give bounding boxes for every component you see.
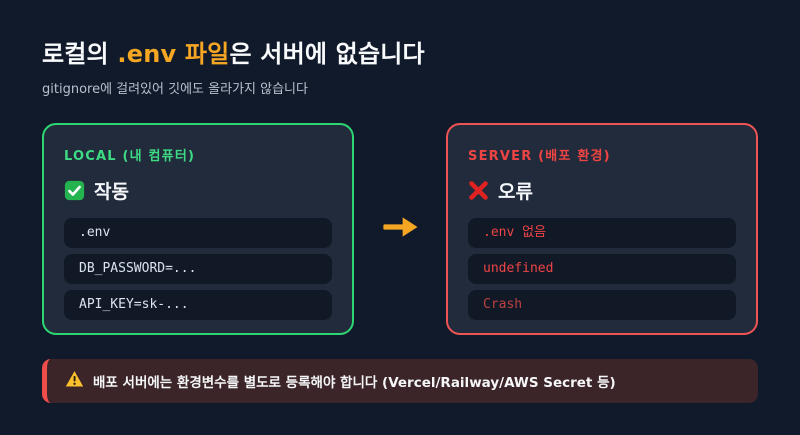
warning-banner: 배포 서버에는 환경변수를 별도로 등록해야 합니다 (Vercel/Railw… (42, 359, 758, 403)
code-box-env-file: .env (64, 218, 332, 248)
warning-banner-text: 배포 서버에는 환경변수를 별도로 등록해야 합니다 (Vercel/Railw… (93, 375, 616, 391)
page-title-highlight: .env 파일 (117, 40, 230, 68)
page-title-post: 은 서버에 없습니다 (229, 40, 425, 68)
panels-row: LOCAL (내 컴퓨터) 작동 .env DB_PASSWORD=... AP… (42, 123, 758, 335)
server-panel: SERVER (배포 환경) 오류 .env 없음 undefined Cras… (446, 123, 758, 335)
code-box-undefined: undefined (468, 254, 736, 284)
local-status-label: 작동 (94, 181, 129, 203)
page-subtitle: gitignore에 걸려있어 깃에도 올라가지 않습니다 (42, 82, 308, 97)
page: 로컬의 .env 파일은 서버에 없습니다 gitignore에 걸려있어 깃에… (42, 34, 758, 335)
local-panel-header: LOCAL (내 컴퓨터) (64, 149, 196, 164)
right-arrow-icon (379, 214, 421, 244)
arrow-cell (354, 123, 446, 335)
code-box-db-password: DB_PASSWORD=... (64, 254, 332, 284)
server-status-row: 오류 (468, 177, 736, 204)
server-panel-header: SERVER (배포 환경) (468, 149, 611, 164)
code-box-env-missing: .env 없음 (468, 218, 736, 248)
page-title: 로컬의 .env 파일은 서버에 없습니다 (42, 34, 758, 69)
code-box-api-key: API_KEY=sk-... (64, 290, 332, 320)
local-panel: LOCAL (내 컴퓨터) 작동 .env DB_PASSWORD=... AP… (42, 123, 354, 335)
code-box-crash: Crash (468, 290, 736, 320)
cross-mark-icon (468, 180, 489, 201)
local-code-list: .env DB_PASSWORD=... API_KEY=sk-... (64, 218, 332, 320)
check-mark-button-icon (64, 180, 85, 201)
server-status-label: 오류 (498, 181, 533, 203)
warning-triangle-icon (65, 370, 84, 392)
server-code-list: .env 없음 undefined Crash (468, 218, 736, 320)
local-status-row: 작동 (64, 177, 332, 204)
page-title-pre: 로컬의 (42, 40, 118, 68)
